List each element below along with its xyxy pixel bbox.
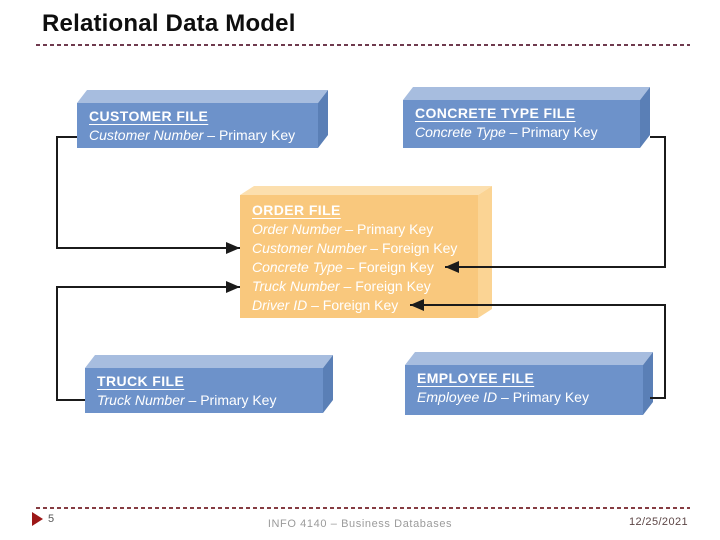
page-marker: 5	[32, 512, 54, 526]
key-type: – Foreign Key	[343, 278, 431, 294]
slide-bullet-triangle-icon	[32, 512, 43, 526]
connector-customer-to-order	[56, 136, 240, 254]
footer-course-label: INFO 4140 – Business Databases	[267, 518, 453, 530]
field-row: Driver ID – Foreign Key	[252, 296, 472, 315]
field-name: Employee ID	[417, 389, 498, 405]
key-type: – Foreign Key	[311, 297, 399, 313]
box-top-face	[405, 352, 653, 365]
entity-box-concrete-type-file: CONCRETE TYPE FILE Concrete Type – Prima…	[403, 100, 640, 148]
box-text: CONCRETE TYPE FILE Concrete Type – Prima…	[403, 100, 640, 148]
key-type: – Primary Key	[345, 221, 434, 237]
field-row: Concrete Type – Foreign Key	[252, 258, 472, 277]
box-text: TRUCK FILE Truck Number – Primary Key	[85, 368, 323, 413]
entity-title: CUSTOMER FILE	[89, 108, 209, 124]
field-name: Customer Number	[252, 240, 367, 256]
box-front-face	[240, 195, 478, 318]
box-right-face	[323, 355, 333, 413]
field-row: Order Number – Primary Key	[252, 220, 472, 239]
entity-box-truck-file: TRUCK FILE Truck Number – Primary Key	[85, 368, 323, 413]
box-right-face	[478, 186, 492, 318]
key-type: – Primary Key	[501, 389, 589, 405]
key-type: – Primary Key	[509, 124, 598, 140]
box-text: CUSTOMER FILE Customer Number – Primary …	[77, 103, 318, 148]
box-right-face	[318, 90, 328, 148]
box-text: ORDER FILE Order Number – Primary Key Cu…	[240, 195, 478, 318]
field-name: Driver ID	[252, 297, 308, 313]
field-row: Customer Number – Foreign Key	[252, 239, 472, 258]
key-type: – Foreign Key	[346, 259, 434, 275]
box-top-face	[77, 90, 328, 103]
field-name: Concrete Type	[415, 124, 506, 140]
key-type: – Primary Key	[207, 127, 296, 143]
field-row: Truck Number – Foreign Key	[252, 277, 472, 296]
slide-title: Relational Data Model	[42, 10, 296, 37]
field-row: Truck Number – Primary Key	[97, 391, 317, 409]
field-name: Truck Number	[97, 392, 185, 408]
entity-title: TRUCK FILE	[97, 373, 185, 389]
box-right-face	[640, 87, 650, 148]
field-row: Employee ID – Primary Key	[417, 388, 637, 406]
field-name: Customer Number	[89, 127, 204, 143]
entity-box-customer-file: CUSTOMER FILE Customer Number – Primary …	[77, 103, 318, 148]
footer-divider-dashed-line	[36, 507, 690, 509]
box-top-face	[240, 186, 492, 195]
field-name: Order Number	[252, 221, 342, 237]
key-type: – Foreign Key	[370, 240, 458, 256]
footer-date: 12/25/2021	[628, 516, 688, 528]
field-name: Truck Number	[252, 278, 340, 294]
key-type: – Primary Key	[188, 392, 277, 408]
title-divider-dashed-line	[36, 44, 690, 46]
field-row: Concrete Type – Primary Key	[415, 123, 634, 141]
entity-box-employee-file: EMPLOYEE FILE Employee ID – Primary Key	[405, 365, 643, 415]
entity-title: ORDER FILE	[252, 202, 341, 218]
field-name: Concrete Type	[252, 259, 343, 275]
box-text: EMPLOYEE FILE Employee ID – Primary Key	[405, 365, 643, 415]
entity-title: EMPLOYEE FILE	[417, 370, 535, 386]
page-number: 5	[48, 513, 55, 525]
field-row: Customer Number – Primary Key	[89, 126, 312, 144]
box-top-face	[403, 87, 650, 100]
box-top-face	[85, 355, 333, 368]
entity-box-order-file: ORDER FILE Order Number – Primary Key Cu…	[240, 195, 478, 318]
entity-title: CONCRETE TYPE FILE	[415, 105, 576, 121]
